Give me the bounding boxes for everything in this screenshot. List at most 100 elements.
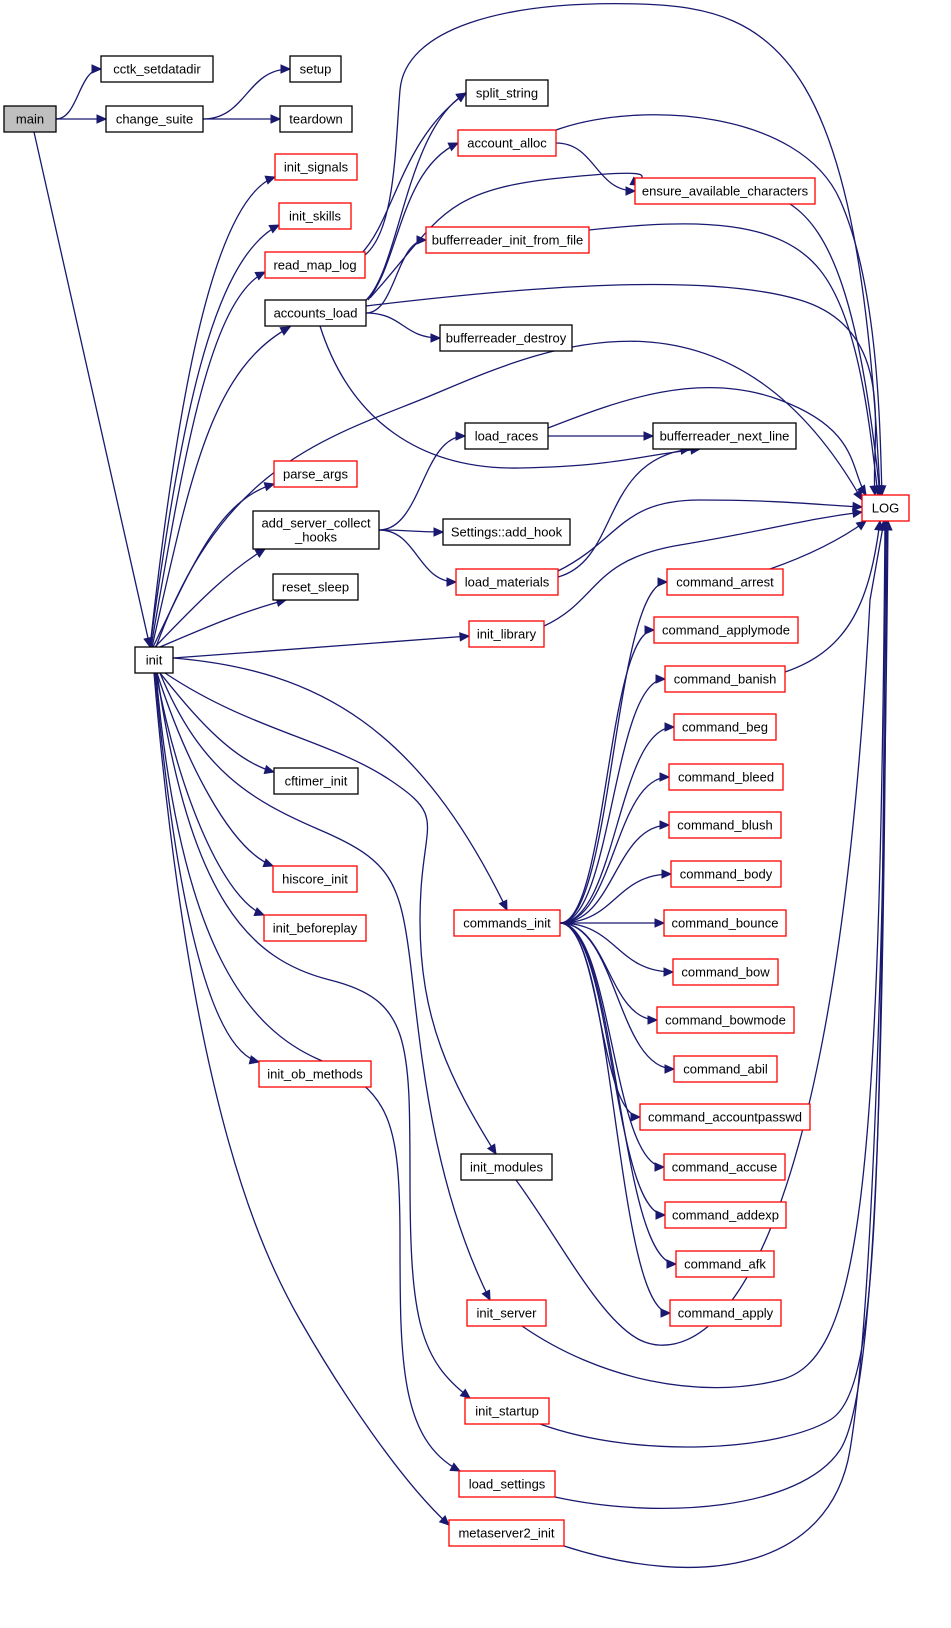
node-parse-args[interactable]: parse_args [273, 460, 358, 488]
node-command-banish[interactable]: command_banish [664, 665, 786, 693]
node-init-modules[interactable]: init_modules [460, 1153, 553, 1181]
edge-init-to-commands_init [172, 657, 508, 911]
node-label: command_addexp [672, 1208, 779, 1223]
node-label: command_bleed [678, 770, 774, 785]
node-label: command_body [680, 867, 773, 882]
node-box [656, 1006, 795, 1034]
node-box [273, 767, 359, 795]
node-ensure-available-characters[interactable]: ensure_available_characters [634, 177, 816, 205]
node-command-abil[interactable]: command_abil [673, 1055, 778, 1083]
node-box [668, 763, 784, 791]
node-init-startup[interactable]: init_startup [464, 1397, 550, 1425]
node-box [673, 1055, 778, 1083]
edge-commands_init-to-command_abil [559, 922, 675, 1070]
node-read-map-log[interactable]: read_map_log [264, 251, 366, 279]
node-label: command_bowmode [665, 1013, 786, 1028]
node-init-library[interactable]: init_library [468, 620, 545, 648]
edge-accounts_load-to-account_alloc [367, 142, 459, 301]
node-command-blush[interactable]: command_blush [668, 811, 782, 839]
node-change-suite[interactable]: change_suite [105, 105, 204, 133]
edge-command_arrest-to-LOG [769, 520, 867, 570]
edge-bufferreader_init_from_file-to-LOG-arrowhead [872, 484, 882, 497]
node-label: accounts_load [274, 306, 358, 321]
node-setup[interactable]: setup [289, 55, 342, 83]
node-commands-init[interactable]: commands_init [453, 909, 561, 937]
node-label: add_server_collect [261, 516, 371, 531]
node-init-signals[interactable]: init_signals [274, 153, 358, 181]
node-init-ob-methods[interactable]: init_ob_methods [258, 1060, 372, 1088]
edge-init-to-read_map_log [150, 271, 266, 648]
node-metaserver2-init[interactable]: metaserver2_init [448, 1519, 565, 1547]
node-label: cftimer_init [285, 774, 348, 789]
node-teardown[interactable]: teardown [279, 105, 353, 133]
node-box [279, 105, 353, 133]
node-label: command_accuse [672, 1160, 778, 1175]
node-load-settings[interactable]: load_settings [458, 1470, 556, 1498]
node-bufferreader-next-line[interactable]: bufferreader_next_line [652, 422, 797, 450]
node-cctk-setdatadir[interactable]: cctk_setdatadir [100, 55, 214, 83]
node-init[interactable]: init [134, 646, 174, 674]
edge-init-to-init_ob_methods-arrowhead [248, 1055, 261, 1065]
node-init-beforeplay[interactable]: init_beforeplay [263, 914, 367, 942]
node-main[interactable]: main [3, 105, 57, 133]
node-label: teardown [289, 112, 342, 127]
node-hiscore-init[interactable]: hiscore_init [272, 865, 358, 893]
node-label: commands_init [463, 916, 551, 931]
edge-add_server_collect_hooks-to-load_materials [378, 529, 457, 583]
edge-metaserver2_init-to-LOG [563, 520, 889, 1568]
node-box [634, 177, 816, 205]
edge-init-to-init_modules-arrowhead [486, 1143, 497, 1156]
node-bufferreader-destroy[interactable]: bufferreader_destroy [439, 324, 573, 352]
node-box [668, 811, 782, 839]
node-LOG[interactable]: LOG [861, 494, 910, 522]
edge-ensure_available_characters-to-LOG [789, 203, 881, 496]
node-split-string[interactable]: split_string [465, 79, 549, 107]
node-command-accuse[interactable]: command_accuse [663, 1153, 786, 1181]
node-cftimer-init[interactable]: cftimer_init [273, 767, 359, 795]
node-init-server[interactable]: init_server [466, 1299, 547, 1327]
node-box [274, 153, 358, 181]
node-command-arrest[interactable]: command_arrest [666, 568, 784, 596]
node-box [455, 568, 559, 596]
node-init-skills[interactable]: init_skills [278, 202, 352, 230]
node-command-bounce[interactable]: command_bounce [663, 909, 787, 937]
node-command-accountpasswd[interactable]: command_accountpasswd [639, 1103, 811, 1131]
node-add-server-collect-hooks[interactable]: add_server_collect_hooks [252, 510, 380, 550]
node-command-addexp[interactable]: command_addexp [664, 1201, 787, 1229]
node-settings-add-hook[interactable]: Settings::add_hook [442, 518, 571, 546]
node-load-materials[interactable]: load_materials [455, 568, 559, 596]
edge-read_map_log-to-LOG [364, 2, 881, 496]
node-account-alloc[interactable]: account_alloc [457, 129, 557, 157]
node-command-bow[interactable]: command_bow [672, 958, 779, 986]
node-box [100, 55, 214, 83]
node-command-body[interactable]: command_body [670, 860, 782, 888]
edge-accounts_load-to-split_string [364, 92, 467, 302]
node-label: init_modules [470, 1160, 543, 1175]
node-accounts-load[interactable]: accounts_load [264, 299, 367, 327]
node-command-afk[interactable]: command_afk [675, 1250, 775, 1278]
node-load-races[interactable]: load_races [464, 422, 549, 450]
node-command-bleed[interactable]: command_bleed [668, 763, 784, 791]
node-box [669, 1299, 782, 1327]
edge-commands_init-to-command_blush-arrowhead [659, 820, 671, 830]
edge-init_server-to-LOG [521, 520, 886, 1389]
node-box [464, 422, 549, 450]
edge-init-to-init_signals-arrowhead [264, 175, 277, 185]
edge-commands_init-to-command_applymode [559, 629, 655, 924]
node-reset-sleep[interactable]: reset_sleep [272, 573, 359, 601]
node-command-beg[interactable]: command_beg [673, 713, 777, 741]
node-label: LOG [872, 501, 899, 516]
edge-commands_init-to-command_blush [559, 824, 670, 924]
edge-account_alloc-to-LOG [555, 114, 883, 496]
node-bufferreader-init-from-file[interactable]: bufferreader_init_from_file [425, 226, 590, 254]
node-box [3, 105, 57, 133]
node-box [442, 518, 571, 546]
node-command-apply[interactable]: command_apply [669, 1299, 782, 1327]
node-command-bowmode[interactable]: command_bowmode [656, 1006, 795, 1034]
edge-init-to-init_server-arrowhead [481, 1289, 491, 1302]
node-box [453, 909, 561, 937]
edge-commands_init-to-command_arrest [559, 581, 668, 924]
node-command-applymode[interactable]: command_applymode [653, 616, 799, 644]
edge-commands_init-to-command_bleed [559, 776, 670, 924]
edge-init_modules-to-LOG [515, 520, 885, 1346]
